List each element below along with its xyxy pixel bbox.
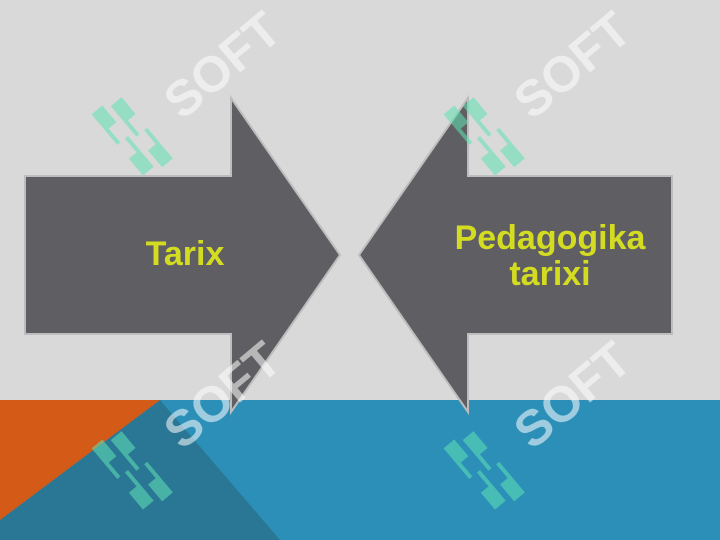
left-pointing-arrow — [357, 94, 673, 416]
left-arrow-label: Tarix — [145, 235, 225, 273]
soft-logo-icon — [443, 105, 506, 176]
bottom-orange-triangle — [0, 400, 160, 520]
soft-logo-icon — [91, 439, 154, 510]
soft-logo-icon — [462, 431, 525, 502]
right-arrow-label: Pedagogika tarixi — [454, 219, 646, 293]
soft-logo-icon — [443, 439, 506, 510]
soft-logo-icon — [110, 97, 173, 168]
soft-logo-icon — [91, 105, 154, 176]
soft-logo-icon — [462, 97, 525, 168]
right-pointing-arrow — [24, 94, 342, 416]
bottom-dark-triangle — [0, 400, 280, 540]
soft-logo-icon — [110, 431, 173, 502]
